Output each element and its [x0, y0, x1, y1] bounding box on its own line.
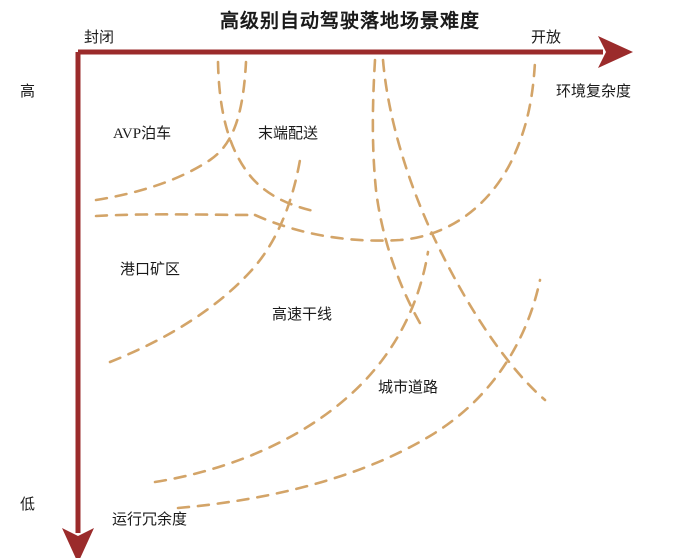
boundary-curve-port-highway: [108, 158, 302, 364]
page-title: 高级别自动驾驶落地场景难度: [219, 11, 480, 32]
zone-label-port-mine: 港口矿区: [120, 262, 181, 278]
zone-boundary-curves: [94, 58, 547, 510]
y-axis-high-label: 高: [20, 84, 36, 100]
zone-label-urban-road: 城市道路: [378, 380, 439, 396]
x-axis-start-label: 封闭: [84, 30, 115, 46]
y-axis-name: 运行冗余度: [112, 512, 188, 528]
zone-label-highway: 高速干线: [272, 307, 333, 323]
boundary-curve-avp-delivery: [216, 60, 320, 214]
x-axis-name: 环境复杂度: [556, 84, 632, 100]
boundary-curve-delivery-highway: [253, 60, 537, 242]
axis-lines: [62, 35, 633, 558]
boundary-curve-midleft: [94, 213, 257, 218]
zone-label-last-mile-delivery: 末端配送: [258, 126, 319, 142]
boundary-curve-highway-city: [153, 250, 430, 484]
x-axis-end-label: 开放: [531, 30, 562, 46]
boundary-curve-far-right: [381, 58, 547, 402]
y-axis-low-label: 低: [20, 497, 36, 513]
boundary-curve-city-outer: [176, 278, 542, 510]
boundary-curve-right-vertical: [371, 58, 426, 332]
zone-label-avp: AVP泊车: [113, 126, 172, 142]
boundary-curve-avp-lower: [94, 60, 248, 202]
